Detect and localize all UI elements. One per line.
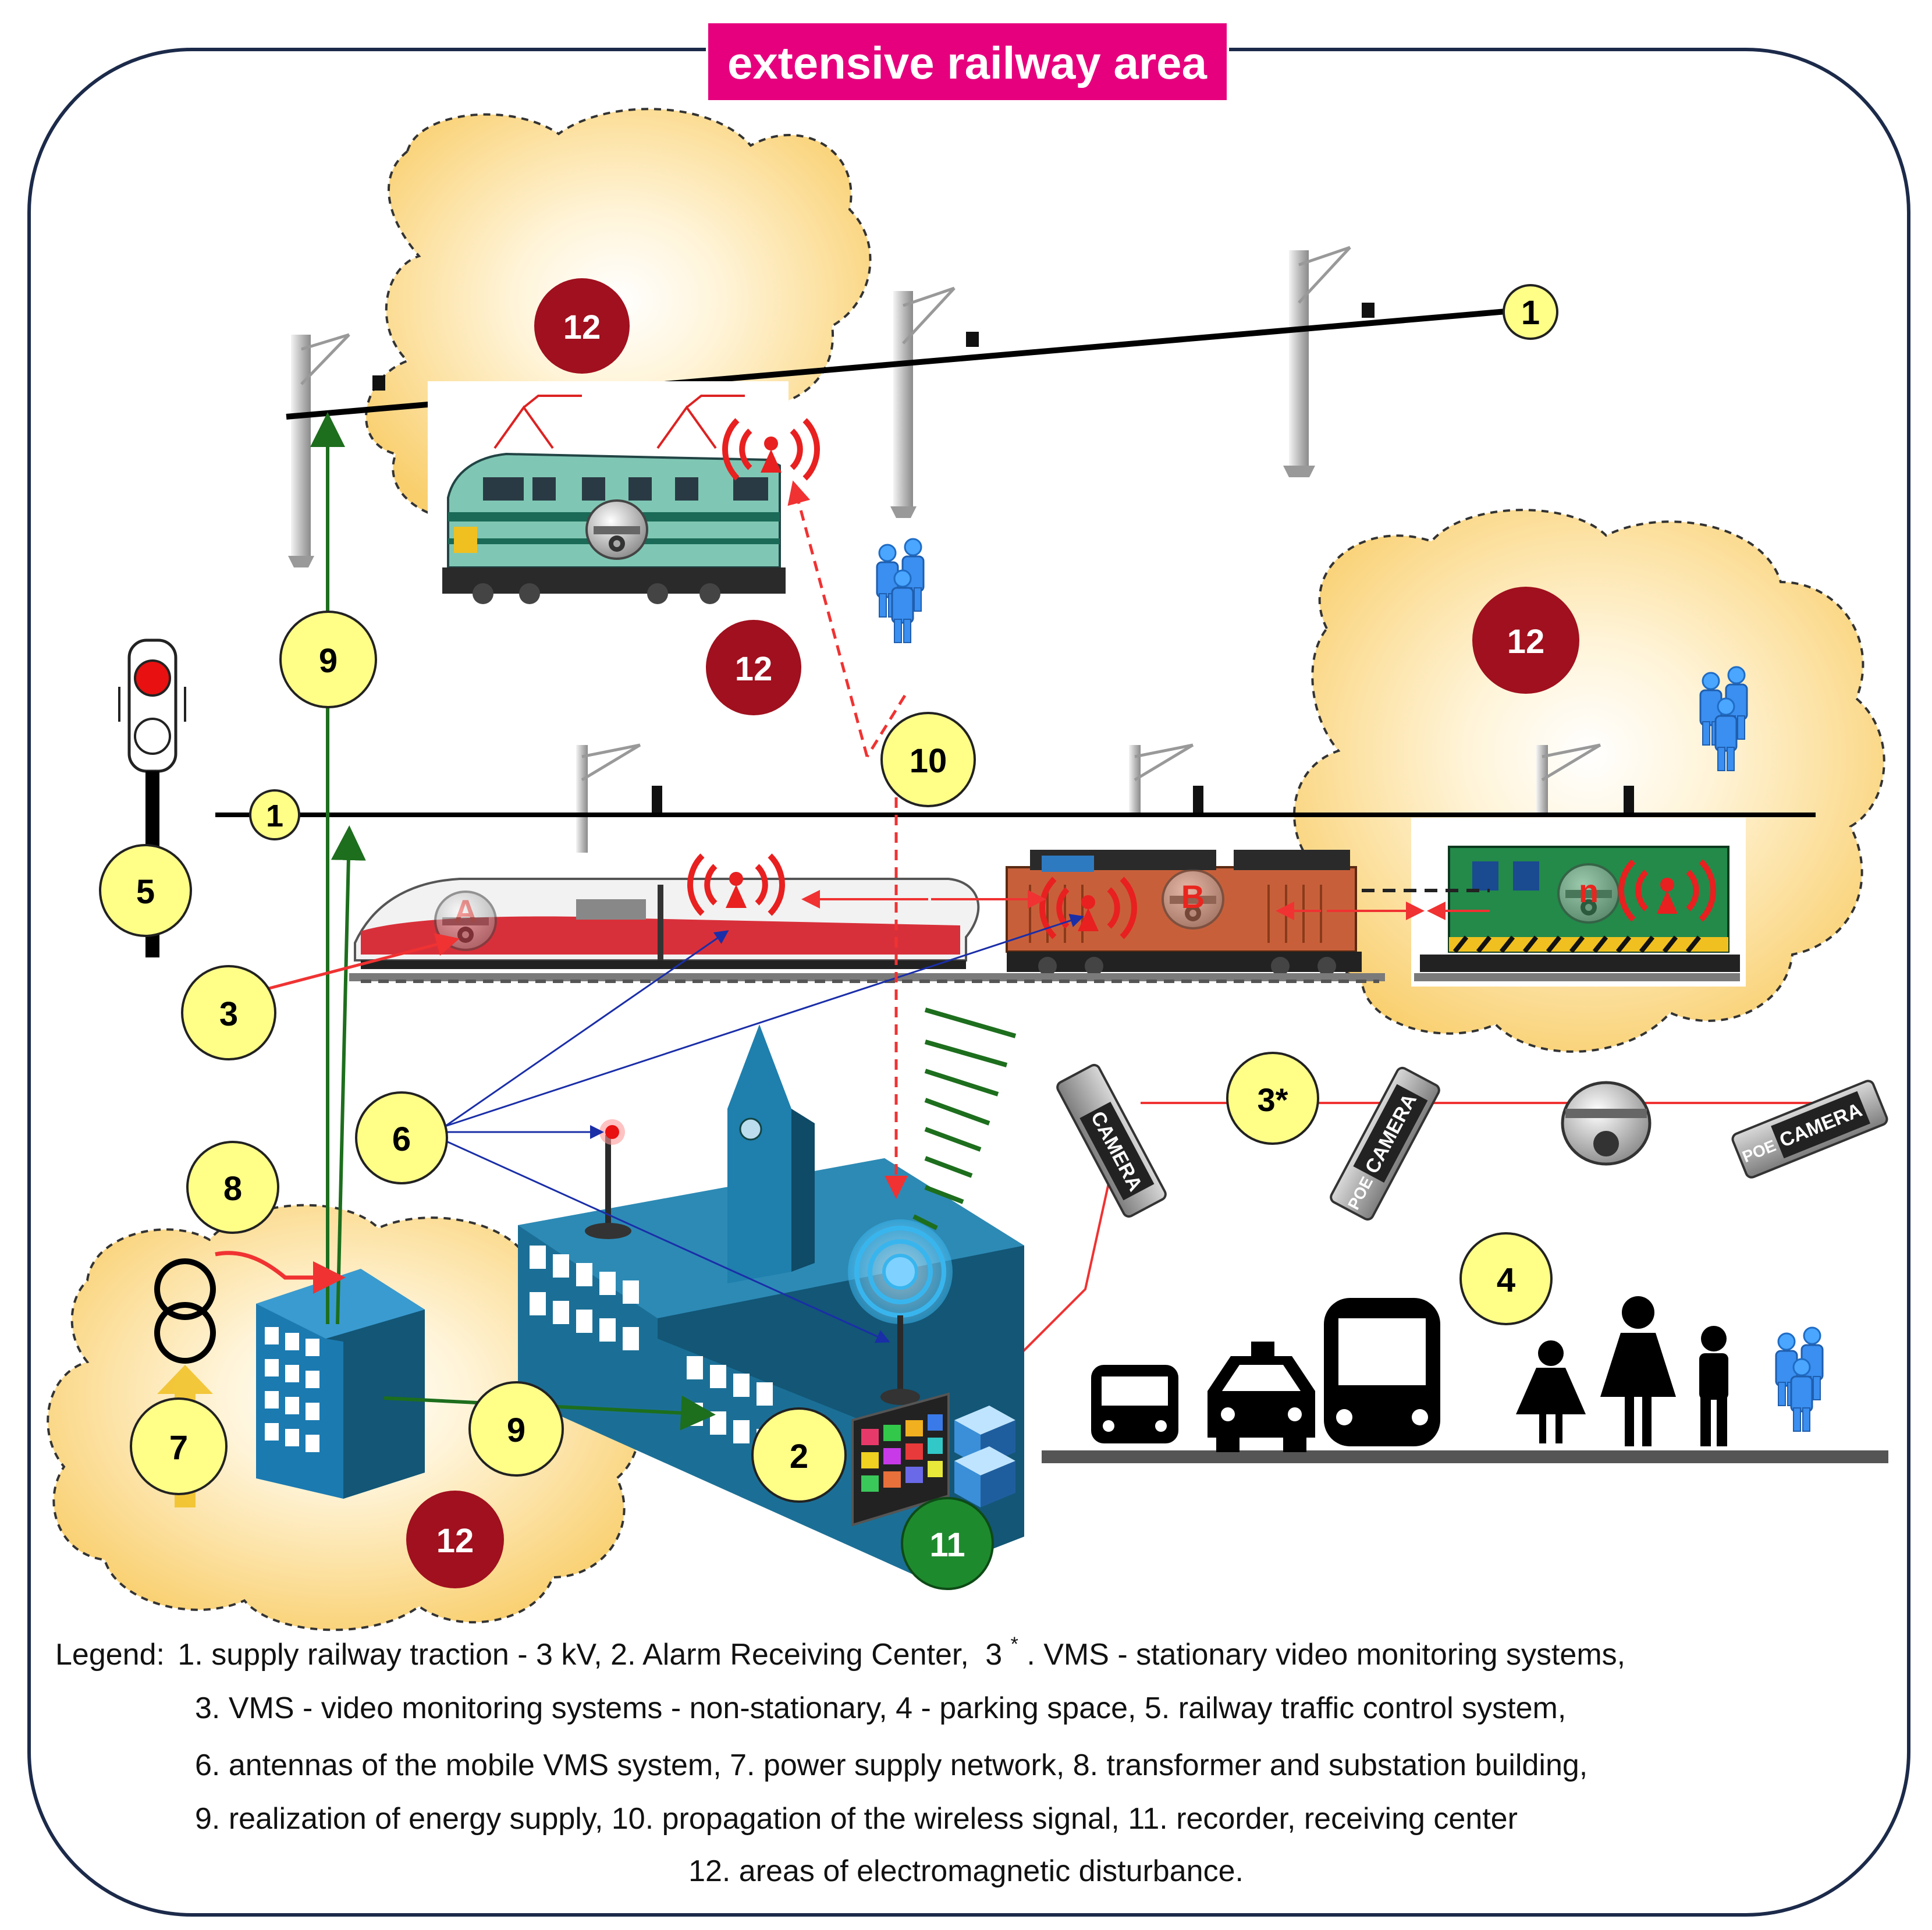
railway-track bbox=[349, 973, 1740, 983]
train-links bbox=[801, 889, 1490, 920]
badge-3-star: 3* bbox=[1226, 1052, 1319, 1145]
badge-10-text: 10 bbox=[910, 742, 947, 780]
legend-line-1: Legend: 1. supply railway traction - 3 k… bbox=[55, 1624, 1625, 1672]
legend-line-5: 12. areas of electromagnetic disturbance… bbox=[688, 1854, 1244, 1888]
substation-building bbox=[256, 1269, 425, 1499]
train-b: B bbox=[1006, 850, 1362, 975]
vms-arrow bbox=[264, 933, 460, 991]
badge-6-text: 6 bbox=[392, 1120, 411, 1158]
badge-1-top: 1 bbox=[1503, 284, 1558, 340]
badge-12-bottom: 12 bbox=[406, 1491, 504, 1588]
title-text: extensive railway area bbox=[727, 37, 1208, 88]
camera-dome-stationary bbox=[1561, 1081, 1652, 1166]
taxi-icon bbox=[1208, 1342, 1315, 1452]
legend-line-1-main: 1. supply railway traction - 3 kV, 2. Al… bbox=[177, 1638, 968, 1672]
badge-5: 5 bbox=[99, 844, 192, 937]
transformer-arrow bbox=[215, 1251, 346, 1294]
locomotive-top bbox=[428, 381, 817, 614]
badge-5-text: 5 bbox=[136, 873, 155, 911]
camera-2: CAMERA POE bbox=[1330, 1066, 1440, 1221]
people-group-parking bbox=[1776, 1328, 1823, 1431]
badge-4-text: 4 bbox=[1497, 1261, 1515, 1299]
badge-1-top-text: 1 bbox=[1521, 294, 1540, 332]
parking-space bbox=[1042, 1296, 1888, 1463]
bus-icon bbox=[1324, 1298, 1440, 1446]
badge-7: 7 bbox=[130, 1397, 228, 1495]
legend-line-4: 9. realization of energy supply, 10. pro… bbox=[195, 1802, 1518, 1836]
badge-11-text: 11 bbox=[929, 1526, 965, 1564]
legend-line-1-num: 3 bbox=[985, 1638, 1002, 1672]
catenary-poles-top bbox=[288, 246, 1375, 567]
legend-line-1-tail: . VMS - stationary video monitoring syst… bbox=[1027, 1638, 1625, 1672]
server-stack bbox=[954, 1406, 1015, 1507]
camera-4: CAMERA POE bbox=[1731, 1080, 1888, 1179]
train-n: n bbox=[1420, 846, 1740, 972]
badge-3-text: 3 bbox=[219, 995, 238, 1033]
antenna-arrows bbox=[445, 914, 1084, 1343]
legend-line-3: 6. antennas of the mobile VMS system, 7.… bbox=[195, 1748, 1587, 1782]
alarm-receiving-center bbox=[518, 1024, 1024, 1577]
badge-12-mid: 12 bbox=[706, 620, 801, 715]
badge-10: 10 bbox=[880, 712, 976, 807]
monitor-wall bbox=[851, 1392, 950, 1527]
train-n-label: n bbox=[1579, 872, 1599, 909]
badge-12-right: 12 bbox=[1472, 587, 1579, 694]
badge-3-star-text: 3* bbox=[1258, 1081, 1288, 1118]
badge-9-lower-text: 9 bbox=[507, 1411, 525, 1449]
badge-12-bottom-text: 12 bbox=[436, 1522, 474, 1560]
title-box: extensive railway area bbox=[706, 21, 1229, 102]
people-group-top bbox=[877, 539, 924, 643]
badge-1-middle: 1 bbox=[249, 789, 300, 840]
badge-1-middle-text: 1 bbox=[266, 799, 283, 833]
badge-12-mid-text: 12 bbox=[735, 650, 773, 688]
woman-icon bbox=[1516, 1340, 1586, 1443]
badge-3: 3 bbox=[181, 965, 276, 1060]
catenary-poles-middle bbox=[576, 743, 1634, 853]
woman-tall-icon bbox=[1600, 1296, 1676, 1446]
man-icon bbox=[1699, 1326, 1728, 1446]
legend: Legend: 1. supply railway traction - 3 k… bbox=[55, 1624, 1625, 1888]
legend-line-2: 3. VMS - video monitoring systems - non-… bbox=[195, 1691, 1566, 1725]
badge-2-text: 2 bbox=[790, 1438, 808, 1475]
badge-6: 6 bbox=[355, 1091, 448, 1184]
badge-9-lower: 9 bbox=[468, 1381, 564, 1477]
badge-12-top-text: 12 bbox=[563, 308, 601, 346]
camera-1: CAMERA bbox=[1056, 1063, 1167, 1218]
badge-12-top: 12 bbox=[534, 278, 630, 374]
legend-label: Legend: bbox=[55, 1638, 165, 1672]
badge-11: 11 bbox=[901, 1497, 994, 1590]
train-a: A bbox=[354, 856, 980, 969]
badge-2: 2 bbox=[751, 1407, 847, 1503]
train-b-label: B bbox=[1181, 878, 1205, 915]
badge-7-text: 7 bbox=[169, 1429, 188, 1467]
badge-9-upper-text: 9 bbox=[319, 642, 338, 680]
badge-12-right-text: 12 bbox=[1507, 623, 1545, 661]
badge-8: 8 bbox=[186, 1141, 279, 1234]
signal-strength-bars bbox=[912, 1007, 1017, 1230]
legend-line-1-sup: * bbox=[1011, 1633, 1018, 1655]
badge-4: 4 bbox=[1459, 1232, 1553, 1325]
wireless-signal bbox=[787, 480, 908, 1199]
bus-small-icon bbox=[1091, 1365, 1178, 1443]
badge-8-text: 8 bbox=[223, 1170, 242, 1208]
badge-9-upper: 9 bbox=[279, 611, 377, 708]
